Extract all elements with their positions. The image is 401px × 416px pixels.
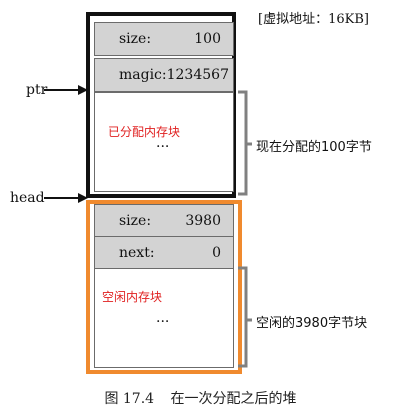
allocated-side-label: 现在分配的100字节: [256, 140, 372, 155]
allocated-magic-text: magic:1234567: [119, 67, 229, 83]
head-label: head: [10, 190, 45, 206]
figure-caption: 图 17.4 在一次分配之后的堆: [0, 388, 401, 408]
free-size-header: size: 3980: [94, 204, 234, 238]
allocated-bracket: [238, 90, 252, 196]
free-next-value: 0: [212, 245, 221, 261]
free-body: [94, 268, 234, 368]
allocated-size-label: size:: [119, 31, 152, 47]
allocated-size-header: size: 100: [94, 22, 234, 56]
allocated-size-value: 100: [194, 31, 221, 47]
allocated-magic-header: magic:1234567: [94, 58, 234, 92]
ptr-arrow: [44, 85, 88, 95]
ptr-label: ptr: [26, 82, 48, 98]
virtual-address-note: [虚拟地址：16KB]: [258, 12, 369, 27]
allocated-ellipsis: ...: [156, 135, 170, 151]
free-size-label: size:: [119, 213, 152, 229]
free-body-label: 空闲内存块: [102, 290, 163, 304]
free-ellipsis: ...: [156, 310, 170, 326]
free-bracket: [238, 266, 252, 368]
head-arrow: [44, 193, 88, 203]
free-side-label: 空闲的3980字节块: [256, 316, 368, 331]
free-size-value: 3980: [185, 213, 221, 229]
free-next-label: next:: [119, 245, 155, 261]
figure-title: 在一次分配之后的堆: [170, 391, 297, 407]
figure-number: 图 17.4: [104, 391, 155, 407]
allocated-body-label: 已分配内存块: [108, 125, 181, 139]
free-next-header: next: 0: [94, 236, 234, 270]
allocated-body: [94, 92, 234, 192]
